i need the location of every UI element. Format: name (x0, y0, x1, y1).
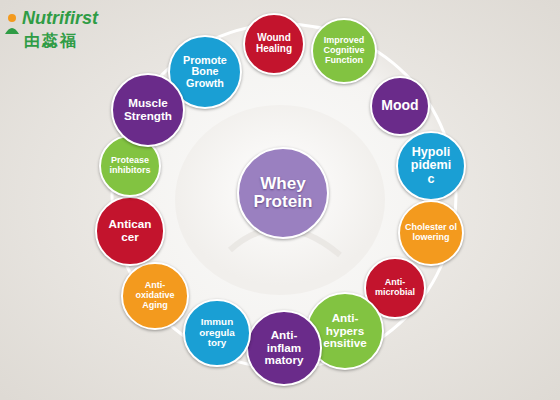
node-text: Anti-hypers ensitive (315, 312, 375, 350)
benefit-circle: Mood (370, 76, 430, 136)
node-text: Immun oregula tory (192, 317, 242, 349)
node-text: Anti-inflam matory (256, 329, 312, 367)
benefit-circle: Immun oregula tory (183, 299, 250, 366)
benefit-circle: Wound Healing (243, 13, 305, 75)
logo-text: Nutrifirst (22, 8, 98, 29)
benefit-circle: Anti-inflam matory (246, 310, 322, 386)
node-text: Improved Cognitive Function (320, 36, 368, 65)
node-text: Wound Healing (251, 33, 297, 55)
node-text: Protease inhibitors (106, 156, 154, 175)
node-text: Anti-oxidative Aging (129, 281, 181, 310)
node-text: Anti-microbial (370, 278, 420, 297)
center-circle: Whey Protein (237, 147, 329, 239)
node-text: Hypoli pidemi c (407, 146, 455, 187)
node-text: Whey Protein (245, 175, 321, 212)
node-text: Mood (376, 98, 424, 113)
benefit-circle: Anti-oxidative Aging (121, 262, 189, 330)
node-text: Antican cer (102, 218, 158, 243)
node-text: Promote Bone Growth (177, 55, 233, 90)
benefit-circle: Improved Cognitive Function (311, 18, 377, 84)
benefit-circle: Antican cer (95, 196, 164, 265)
node-text: Muscle Strength (117, 97, 179, 122)
logo-icon (5, 14, 19, 34)
benefit-circle: Cholester ol lowering (398, 200, 464, 266)
node-text: Cholester ol lowering (405, 223, 457, 242)
logo-chinese: 由蕊福 (24, 31, 78, 52)
